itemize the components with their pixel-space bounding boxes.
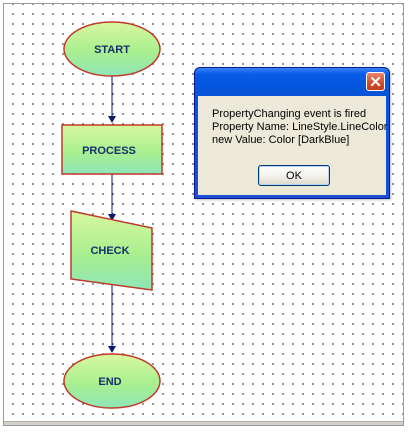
start-node[interactable]: START — [63, 21, 161, 77]
message-line: PropertyChanging event is fired — [212, 108, 367, 120]
message-line: new Value: Color [DarkBlue] — [212, 134, 350, 146]
ok-button[interactable]: OK — [258, 165, 330, 186]
check-node[interactable]: CHECK — [70, 210, 153, 291]
message-box-titlebar[interactable] — [195, 68, 389, 96]
message-box-body: PropertyChanging event is fired Property… — [198, 96, 387, 195]
end-node[interactable]: END — [63, 353, 161, 409]
process-node-label: PROCESS — [82, 145, 136, 157]
message-text: PropertyChanging event is fired Property… — [212, 108, 387, 147]
close-button[interactable] — [366, 72, 385, 91]
check-node-label: CHECK — [90, 245, 129, 257]
start-node-label: START — [94, 44, 130, 56]
process-node[interactable]: PROCESS — [61, 124, 163, 175]
close-x-icon — [370, 76, 381, 87]
message-box: PropertyChanging event is fired Property… — [194, 67, 390, 199]
canvas-scroll-edge — [4, 421, 403, 425]
message-line: Property Name: LineStyle.LineColor — [212, 121, 388, 133]
end-node-label: END — [98, 376, 121, 388]
